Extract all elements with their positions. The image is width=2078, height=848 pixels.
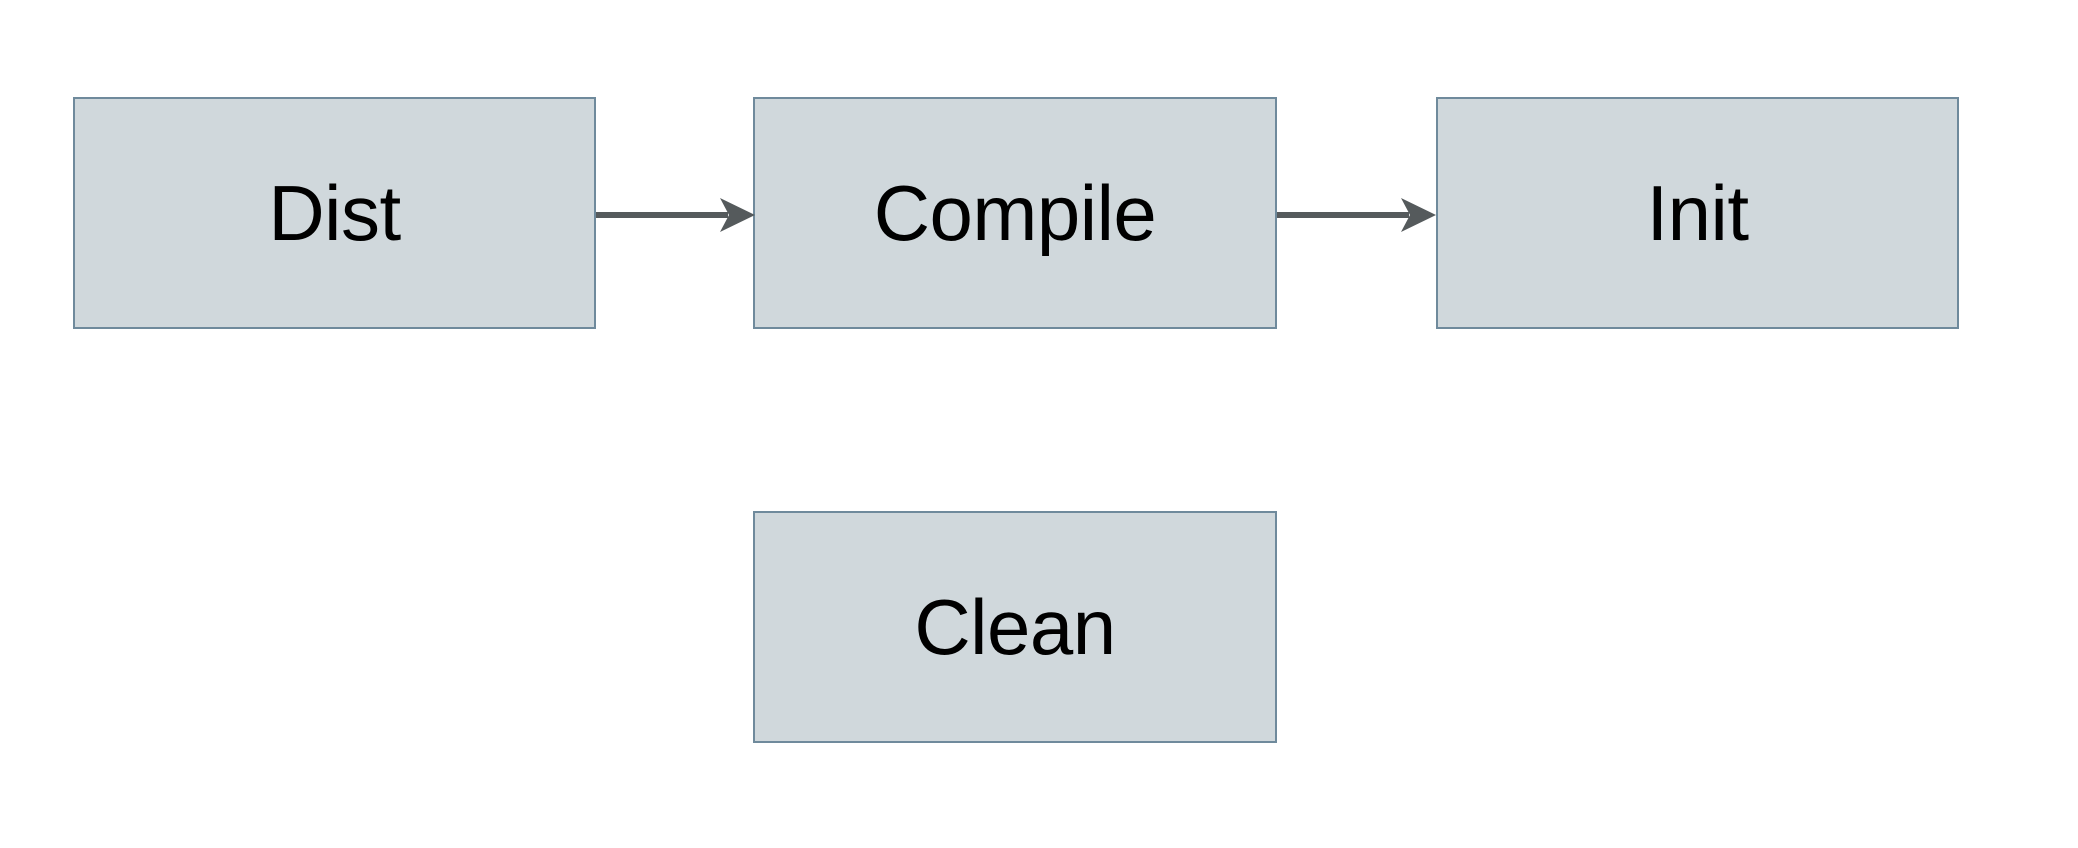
- node-compile[interactable]: Compile: [753, 97, 1277, 329]
- node-clean-label: Clean: [914, 583, 1116, 671]
- node-dist-label: Dist: [268, 169, 401, 257]
- node-clean[interactable]: Clean: [753, 511, 1277, 743]
- edge-dist-to-compile: [596, 194, 756, 236]
- node-dist[interactable]: Dist: [73, 97, 596, 329]
- node-init[interactable]: Init: [1436, 97, 1959, 329]
- node-compile-label: Compile: [873, 169, 1157, 257]
- edge-compile-to-init: [1277, 194, 1437, 236]
- node-init-label: Init: [1646, 169, 1749, 257]
